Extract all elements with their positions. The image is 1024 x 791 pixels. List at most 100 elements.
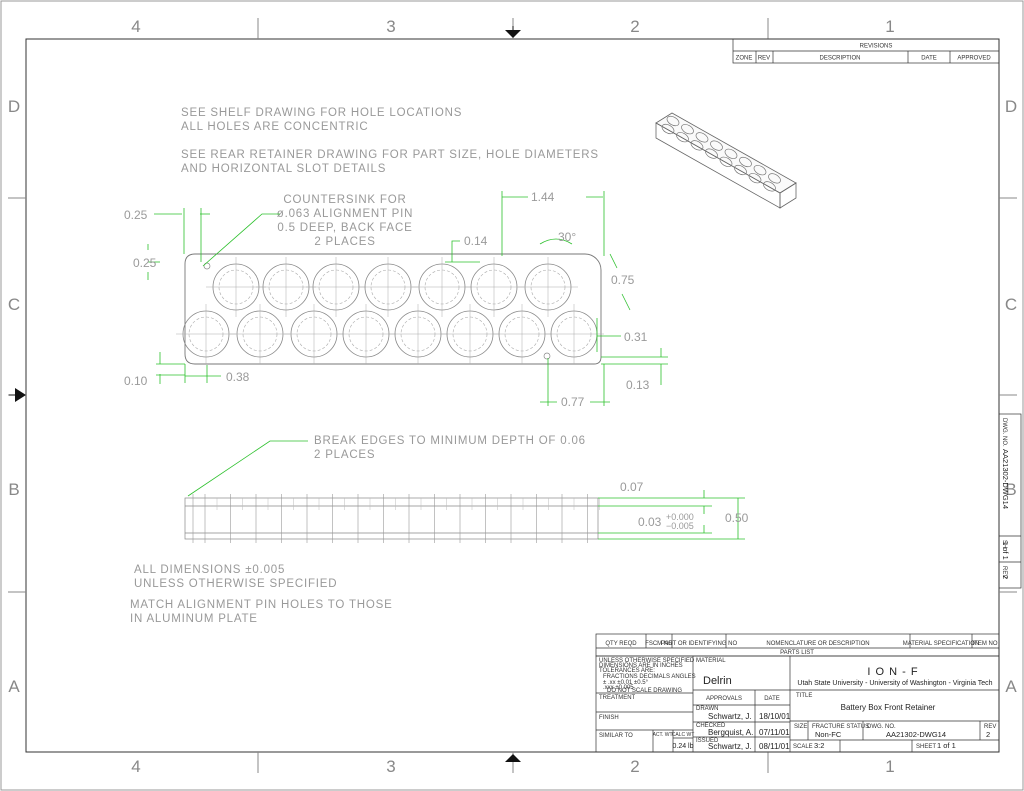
iso-hole — [739, 156, 752, 168]
parts-list-label: PARTS LIST — [780, 650, 814, 656]
zone-row-c-right: C — [1005, 295, 1017, 314]
rev-col-approved: APPROVED — [957, 56, 991, 62]
drawing-title: Battery Box Front Retainer — [841, 703, 936, 712]
zone-col-2-bottom: 2 — [630, 757, 639, 776]
date-label: DATE — [764, 696, 780, 702]
zone-col-3-bottom: 3 — [386, 757, 395, 776]
dim-0.38: 0.38 — [226, 370, 250, 384]
size-label: SIZE — [794, 724, 807, 730]
parts-fscm-header: FSCM NO — [645, 641, 673, 647]
dim-0.07: 0.07 — [620, 480, 644, 494]
rev-col-rev: REV — [758, 56, 770, 62]
iso-hole — [724, 148, 738, 159]
front-view — [176, 253, 604, 365]
revisions-title: REVISIONS — [860, 44, 893, 50]
drawn-by: Schwartz, J. — [708, 712, 752, 721]
checked-label: CHECKED — [696, 723, 726, 729]
fracture-status-label: FRACTURE STATUS — [812, 724, 869, 730]
dim-30-deg: 30° — [558, 230, 576, 244]
iso-hole — [734, 164, 747, 176]
note-match-holes: MATCH ALIGNMENT PIN HOLES TO THOSE IN AL… — [130, 599, 393, 625]
zone-col-1-bottom: 1 — [885, 757, 894, 776]
iso-hole — [695, 132, 709, 143]
similar-to-label: SIMILAR TO — [599, 733, 633, 739]
svg-text:0.5 DEEP, BACK FACE: 0.5 DEEP, BACK FACE — [277, 222, 412, 234]
side-dwg-value: AA21302-DWG14 — [1001, 449, 1010, 509]
approvals-label: APPROVALS — [706, 696, 742, 702]
material-label: MATERIAL — [696, 658, 726, 664]
issued-label: ISSUED — [696, 738, 719, 744]
dimension-lines — [147, 191, 745, 540]
organization-subtitle: Utah State University - University of Wa… — [797, 680, 992, 687]
front-view-outline — [184, 253, 602, 365]
material-value: Delrin — [703, 675, 732, 687]
act-wt-label: ACT. WT. — [653, 732, 674, 738]
dwg-no-label: DWG. NO. — [867, 724, 896, 730]
center-arrow-bottom — [505, 754, 521, 762]
dim-0.14: 0.14 — [464, 234, 488, 248]
sheet-value: 1 of 1 — [937, 741, 956, 750]
issued-date: 08/11/01 — [759, 742, 790, 751]
dim-1.44: 1.44 — [531, 190, 555, 204]
side-rev-label: REV — [1001, 566, 1007, 578]
weight-value: 0.24 lb — [672, 743, 693, 750]
dim-0.75: 0.75 — [611, 273, 635, 287]
dim-0.03-tol-lower: −0.005 — [666, 521, 694, 531]
side-rev-value: 2 — [1001, 575, 1010, 579]
dim-0.03: 0.03 — [638, 515, 662, 529]
revisions-table — [732, 38, 1000, 64]
svg-text:ALL DIMENSIONS ±0.005: ALL DIMENSIONS ±0.005 — [134, 564, 285, 576]
rev-col-zone: ZONE — [736, 56, 753, 62]
zone-col-1-top: 1 — [885, 17, 894, 36]
title-label: TITLE — [796, 693, 812, 699]
svg-text:BREAK EDGES TO MINIMUM DEPTH O: BREAK EDGES TO MINIMUM DEPTH OF 0.06 — [314, 435, 586, 447]
svg-text:MATCH ALIGNMENT PIN HOLES TO T: MATCH ALIGNMENT PIN HOLES TO THOSE — [130, 599, 393, 611]
svg-text:2 PLACES: 2 PLACES — [314, 236, 375, 248]
issued-by: Schwartz, J. — [708, 742, 752, 751]
side-sheet-label: SH — [1001, 540, 1007, 548]
rev-label: REV — [984, 724, 996, 730]
isometric-view — [655, 112, 797, 209]
svg-text:IN ALUMINUM PLATE: IN ALUMINUM PLATE — [130, 613, 258, 625]
parts-qty-header: QTY REQD — [605, 641, 637, 647]
iso-hole — [690, 140, 704, 151]
dwg-no-value: AA21302-DWG14 — [886, 730, 946, 739]
svg-text:DO NOT SCALE DRAWING: DO NOT SCALE DRAWING — [607, 688, 682, 694]
svg-text:DIMENSIONS ARE IN INCHES: DIMENSIONS ARE IN INCHES — [599, 663, 683, 669]
side-view — [184, 494, 600, 543]
note-break-edges: BREAK EDGES TO MINIMUM DEPTH OF 0.06 2 P… — [314, 435, 586, 461]
center-arrow-top — [505, 30, 521, 38]
title-block — [595, 413, 1022, 753]
alignment-pin-hole — [543, 352, 551, 360]
parts-item-header: ITEM NO — [973, 641, 998, 647]
iso-hole — [661, 123, 675, 135]
iso-hole — [763, 181, 776, 192]
iso-hole — [681, 124, 694, 135]
svg-text:AND HORIZONTAL SLOT DETAILS: AND HORIZONTAL SLOT DETAILS — [181, 163, 386, 175]
svg-text:UNLESS OTHERWISE SPECIFIED: UNLESS OTHERWISE SPECIFIED — [134, 578, 337, 590]
rev-value: 2 — [986, 730, 990, 739]
svg-text:ø.063 ALIGNMENT PIN: ø.063 ALIGNMENT PIN — [277, 208, 413, 220]
zone-col-4-top: 4 — [131, 17, 140, 36]
iso-hole — [748, 173, 762, 184]
zone-row-b-right: B — [1005, 480, 1016, 499]
dim-0.03-tol-upper: +0.000 — [666, 512, 694, 522]
zone-row-d-left: D — [8, 97, 20, 116]
scale-value: 3:2 — [814, 741, 824, 750]
dim-0.50: 0.50 — [725, 511, 749, 525]
center-arrow-left — [15, 388, 26, 402]
svg-text:SEE REAR RETAINER DRAWING FOR: SEE REAR RETAINER DRAWING FOR PART SIZE,… — [181, 149, 599, 161]
rev-col-date: DATE — [921, 56, 937, 62]
zone-col-3-top: 3 — [386, 17, 395, 36]
zone-row-a-left: A — [8, 677, 20, 696]
zone-row-c-left: C — [8, 295, 20, 314]
dim-0.13: 0.13 — [626, 378, 650, 392]
note-shelf: SEE SHELF DRAWING FOR HOLE LOCATIONS ALL… — [181, 107, 461, 133]
svg-text:COUNTERSINK FOR: COUNTERSINK FOR — [283, 194, 406, 206]
tolerance-note: UNLESS OTHERWISE SPECIFIED DIMENSIONS AR… — [599, 658, 696, 694]
organization-name: I O N - F — [867, 666, 918, 678]
svg-text:.xxx ±0.005: .xxx ±0.005 — [603, 685, 634, 691]
dim-0.25-left: 0.25 — [133, 256, 157, 270]
side-sheet-value: 1 of 1 — [1001, 541, 1010, 560]
sheet-label: SHEET — [916, 744, 936, 750]
